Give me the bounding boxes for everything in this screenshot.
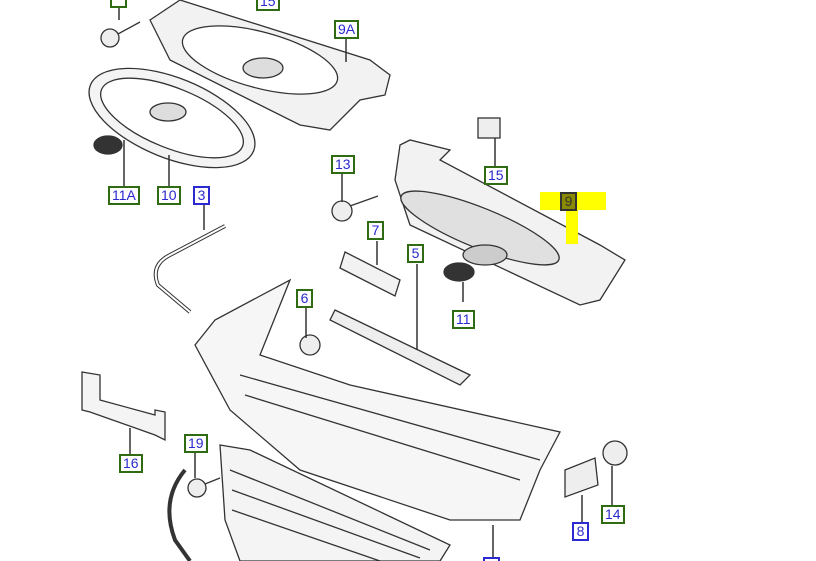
callout-7[interactable]: 7 xyxy=(367,221,384,240)
callout-6[interactable]: 6 xyxy=(296,289,313,308)
clip-part xyxy=(477,117,501,139)
emblem-11-part xyxy=(443,262,475,282)
emblem-11a-part xyxy=(93,135,123,155)
molding-strip-part xyxy=(153,224,226,314)
insert-5-part xyxy=(329,309,472,386)
screw-13-part xyxy=(331,200,353,222)
nut-6-part xyxy=(299,334,321,356)
bracket-7-part xyxy=(339,251,401,297)
callout-9-highlighted[interactable]: 9 xyxy=(560,192,577,211)
callout-15-top[interactable]: 15 xyxy=(256,0,280,11)
callout-14[interactable]: 14 xyxy=(601,505,625,524)
callout-partial-top[interactable] xyxy=(110,0,127,8)
lower-grille-part xyxy=(219,444,451,561)
callout-10[interactable]: 10 xyxy=(157,186,181,205)
callout-11a[interactable]: 11A xyxy=(108,186,140,205)
callout-16[interactable]: 16 xyxy=(119,454,143,473)
callout-partial-bottom[interactable] xyxy=(483,557,500,561)
callout-19[interactable]: 19 xyxy=(184,434,208,453)
callout-3[interactable]: 3 xyxy=(193,186,210,205)
callout-13[interactable]: 13 xyxy=(331,155,355,174)
license-bracket-part xyxy=(81,371,166,442)
callout-8[interactable]: 8 xyxy=(572,522,589,541)
nut-14-part xyxy=(602,440,628,466)
highlight-leader xyxy=(566,208,578,244)
screw-part xyxy=(100,28,120,48)
bracket-8-part xyxy=(564,457,599,498)
callout-11[interactable]: 11 xyxy=(452,310,475,329)
bumper-cover-part xyxy=(194,278,561,521)
screw-19-part xyxy=(187,478,207,498)
callout-9a[interactable]: 9A xyxy=(334,20,360,39)
callout-5[interactable]: 5 xyxy=(407,244,424,263)
callout-15[interactable]: 15 xyxy=(484,166,508,185)
